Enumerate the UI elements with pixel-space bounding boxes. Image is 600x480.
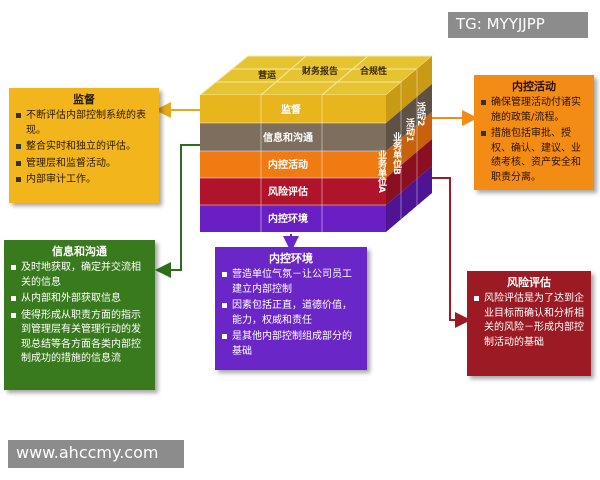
box-neikong-env-list: 营造单位气氛－让公司员工建立内部控制 因素包括正直，道德价值，能力，权威和责任 … — [215, 268, 367, 365]
cube-front-label-fengxian: 风险评估 — [268, 185, 308, 198]
cube-side-label-huodong1: 活动1 — [404, 117, 415, 142]
cube-side-huanjing — [386, 166, 432, 232]
cube-top-label-caiwu: 财务报告 — [301, 65, 338, 77]
box-neikong-env: 内控环境 营造单位气氛－让公司员工建立内部控制 因素包括正直，道德价值，能力，权… — [215, 247, 367, 370]
cube-layer-jiandu — [200, 95, 386, 123]
box-huodong: 内控活动 确保管理活动付诸实施的政策/流程。 措施包括审批、授权、确认、建议、业… — [474, 75, 594, 190]
arrow-to-fengxian — [430, 177, 471, 328]
box-xinxi-title: 信息和沟通 — [52, 245, 107, 258]
cube-side-jiandu — [386, 56, 432, 123]
cube-front-label-huanjing: 内控环境 — [268, 212, 308, 225]
box-jiandu: 监督 不断评估内部控制系统的表现。 整合实时和独立的评估。 管理层和监督活动。 … — [9, 88, 159, 203]
list-item: 营造单位气氛－让公司员工建立内部控制 — [221, 268, 361, 297]
list-item: 从内部和外部获取信息 — [10, 292, 149, 307]
box-fengxian-list: 风险评估是为了达到企业目标而确认和分析相关的风险－形成内部控制活动的基础 — [467, 292, 591, 356]
cube-front-label-xinxi: 信息和沟通 — [263, 131, 313, 144]
cube-layer-huodong — [200, 151, 386, 178]
watermark-url: www.ahccmy.com — [8, 440, 184, 468]
list-item: 不断评估内部控制系统的表现。 — [15, 109, 153, 138]
cube-side-xinxi — [386, 84, 432, 151]
list-item: 及时地获取，确定并交流相关的信息 — [10, 261, 149, 290]
cube-top-label-hegui: 合规性 — [360, 65, 387, 77]
list-item: 是其他内部控制组成部分的基础 — [221, 330, 361, 359]
box-xinxi-list: 及时地获取，确定并交流相关的信息 从内部和外部获取信息 使得形成从职责方面的指示… — [4, 261, 155, 373]
cube-side-label-danweiA: 业务单位A — [376, 149, 387, 193]
cube-top-label-yingyun: 营运 — [258, 69, 277, 81]
list-item: 措施包括审批、授权、确认、建议、业绩考核、资产安全和职责分离。 — [480, 127, 588, 185]
box-huodong-title: 内控活动 — [512, 80, 556, 93]
box-neikong-env-title: 内控环境 — [269, 252, 313, 265]
box-xinxi: 信息和沟通 及时地获取，确定并交流相关的信息 从内部和外部获取信息 使得形成从职… — [4, 240, 155, 390]
list-item: 风险评估是为了达到企业目标而确认和分析相关的风险－形成内部控制活动的基础 — [473, 292, 585, 350]
arrow-to-xinxi — [155, 144, 200, 278]
box-jiandu-list: 不断评估内部控制系统的表现。 整合实时和独立的评估。 管理层和监督活动。 内部审… — [9, 109, 159, 194]
cube-layer-fengxian — [200, 178, 386, 205]
list-item: 确保管理活动付诸实施的政策/流程。 — [480, 96, 588, 125]
list-item: 管理层和监督活动。 — [15, 157, 153, 172]
cube-side-label-huodong2: 活动2 — [415, 101, 426, 126]
list-item: 内部审计工作。 — [15, 173, 153, 188]
list-item: 因素包括正直，道德价值，能力，权威和责任 — [221, 299, 361, 328]
cube-front-label-huodong: 内控活动 — [268, 158, 308, 171]
cube-side-label-danweiB: 业务单位B — [391, 131, 402, 175]
box-jiandu-title: 监督 — [73, 93, 95, 106]
box-fengxian: 风险评估 风险评估是为了达到企业目标而确认和分析相关的风险－形成内部控制活动的基… — [467, 271, 591, 376]
list-item: 整合实时和独立的评估。 — [15, 140, 153, 155]
cube-layer-xinxi — [200, 123, 386, 151]
cube-side-fengxian — [386, 139, 432, 205]
cube-layer-huanjing — [200, 205, 386, 232]
cube-side-huodong — [386, 112, 432, 178]
cube-front-label-jiandu: 监督 — [281, 103, 301, 116]
watermark-tg: TG: MYYJJPP — [448, 12, 588, 38]
box-fengxian-title: 风险评估 — [507, 276, 551, 289]
box-huodong-list: 确保管理活动付诸实施的政策/流程。 措施包括审批、授权、确认、建议、业绩考核、资… — [474, 96, 594, 191]
list-item: 使得形成从职责方面的指示到管理层有关管理行动的发现总结等各方面各类内部控制成功的… — [10, 309, 149, 367]
